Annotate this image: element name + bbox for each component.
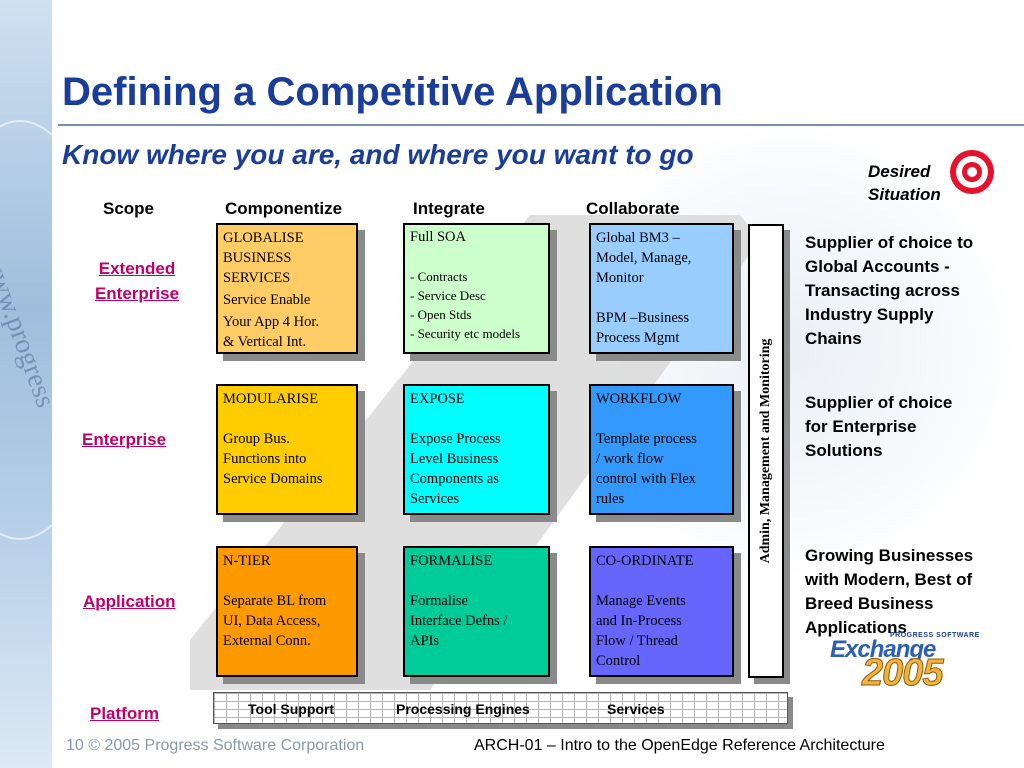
box-expose: EXPOSE Expose Process Level Business Com… <box>403 384 550 515</box>
note-enterprise-solutions: Supplier of choice for Enterprise Soluti… <box>805 393 953 460</box>
box-n-tier: N-TIER Separate BL from UI, Data Access,… <box>216 546 358 677</box>
box-full-soa: Full SOA - Contracts - Service Desc - Op… <box>403 223 550 354</box>
platform-bar: Tool Support Processing Engines Services <box>213 692 788 724</box>
platform-tool-support: Tool Support <box>248 701 335 717</box>
platform-processing-engines: Processing Engines <box>396 701 530 717</box>
title-divider <box>58 124 1024 126</box>
slide-subtitle: Know where you are, and where you want t… <box>62 139 694 170</box>
side-decoration: www.progress <box>0 0 52 768</box>
exchange-2005-logo: PROGRESS SOFTWARE Exchange 2005 <box>830 632 980 695</box>
box-formalise: FORMALISE Formalise Interface Defns / AP… <box>403 546 550 677</box>
column-header-componentize: Componentize <box>225 199 343 218</box>
box-globalise: GLOBALISE BUSINESS SERVICES Service Enab… <box>216 223 358 354</box>
note-growing-businesses: Growing Businesses with Modern, Best of … <box>805 546 974 637</box>
target-icon <box>950 150 994 194</box>
footer-session-title: ARCH-01 – Intro to the OpenEdge Referenc… <box>474 737 885 754</box>
globe-graphic <box>0 120 52 540</box>
box-modularise: MODULARISE Group Bus. Functions into Ser… <box>216 384 358 515</box>
slide-title: Defining a Competitive Application <box>62 70 723 114</box>
footer-copyright: 10 © 2005 Progress Software Corporation <box>66 737 365 754</box>
row-header-extended-enterprise: Extended Enterprise <box>94 259 180 303</box>
column-header-integrate: Integrate <box>413 199 485 218</box>
platform-services: Services <box>607 701 665 717</box>
box-workflow: WORKFLOW Template process / work flow co… <box>589 384 734 515</box>
row-header-enterprise: Enterprise <box>82 430 167 449</box>
box-global-bm3: Global BM3 – Model, Manage, Monitor BPM … <box>589 223 734 354</box>
row-header-platform: Platform <box>90 704 159 723</box>
row-header-application: Application <box>83 592 176 611</box>
column-header-scope: Scope <box>103 199 155 218</box>
column-header-collaborate: Collaborate <box>586 199 680 218</box>
desired-situation-label: Desired Situation <box>868 162 941 204</box>
admin-management-bar: Admin, Management and Monitoring <box>748 224 784 678</box>
note-global-accounts: Supplier of choice to Global Accounts - … <box>805 233 974 348</box>
box-co-ordinate: CO-ORDINATE Manage Events and In-Process… <box>589 546 734 677</box>
